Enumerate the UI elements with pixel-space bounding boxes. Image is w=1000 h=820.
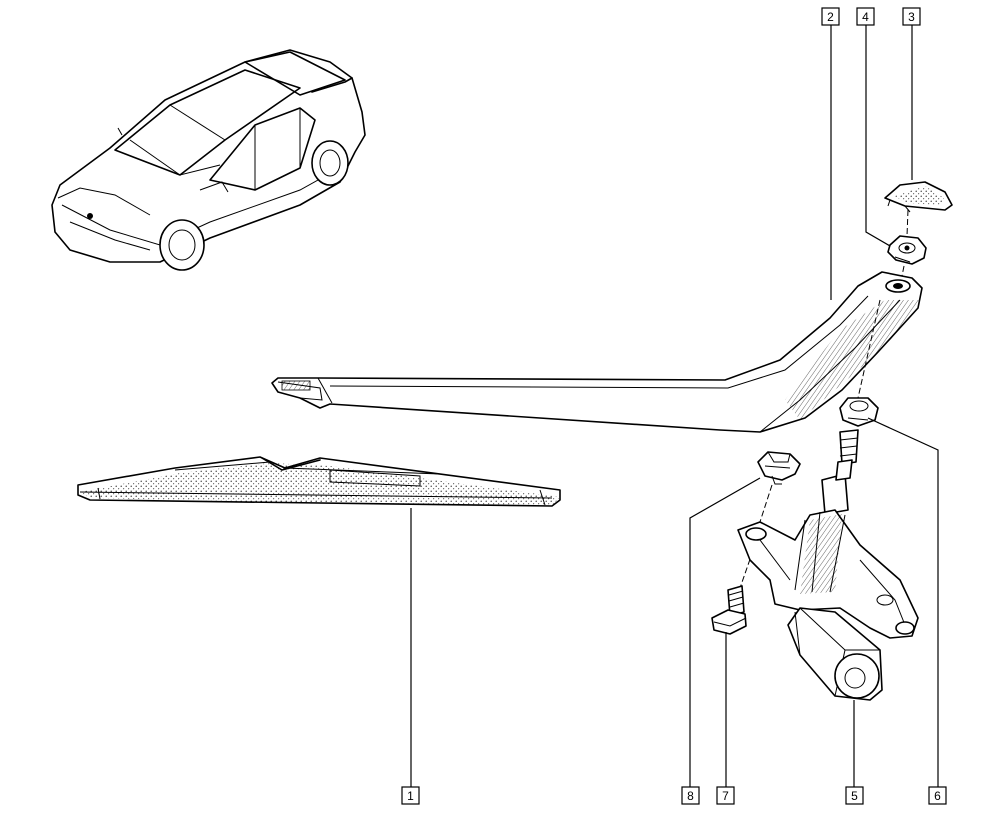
wiper-blade [77, 456, 561, 507]
assembly-axis-lines [739, 209, 909, 589]
callout-3: 3 [902, 7, 921, 26]
arm-nut [887, 235, 927, 265]
callout-number: 5 [851, 789, 858, 803]
wiper-arm [271, 271, 923, 433]
spindle-grommet [839, 397, 879, 427]
callout-1: 1 [401, 786, 420, 805]
rubber-spacer [757, 451, 801, 485]
callout-number: 6 [934, 789, 941, 803]
callout-8: 8 [681, 786, 700, 805]
callout-number: 7 [722, 789, 729, 803]
callout-5: 5 [845, 786, 864, 805]
callout-6: 6 [928, 786, 947, 805]
callout-number: 8 [687, 789, 694, 803]
leader-lines [410, 25, 939, 788]
callout-number: 1 [407, 789, 414, 803]
callout-number: 2 [827, 10, 834, 24]
callout-2: 2 [821, 7, 840, 26]
callout-number: 3 [908, 10, 915, 24]
callout-number: 4 [862, 10, 869, 24]
nut-cover-cap [884, 181, 953, 213]
wiper-motor [737, 429, 919, 701]
callout-4: 4 [856, 7, 875, 26]
car-overview-illustration [51, 49, 366, 271]
callout-7: 7 [716, 786, 735, 805]
mounting-bolt [711, 585, 747, 635]
